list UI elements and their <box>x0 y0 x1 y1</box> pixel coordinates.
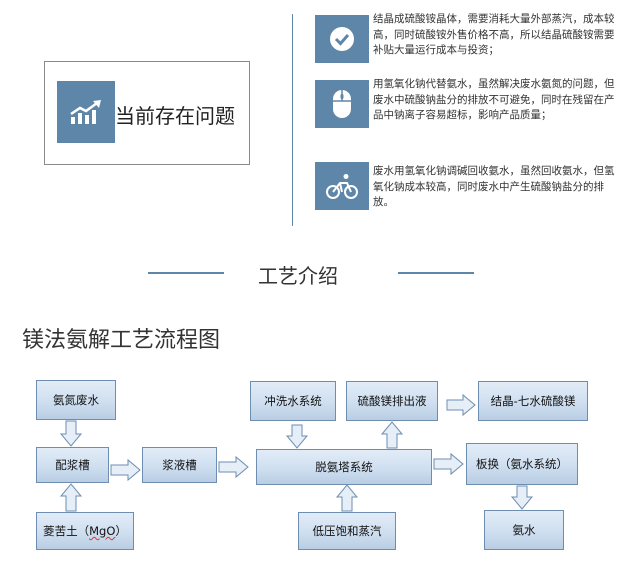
box-stripping-tower: 脱氨塔系统 <box>256 449 432 485</box>
mouse-icon <box>315 80 369 128</box>
title-line-left <box>148 272 224 274</box>
arrow-right-4 <box>433 452 464 476</box>
box-heat-exchanger: 板换（氨水系统） <box>466 443 578 485</box>
chart-up-icon <box>57 81 115 143</box>
box-slurry-tank: 配浆槽 <box>36 447 109 483</box>
arrow-right-2 <box>218 455 249 479</box>
box-slurry-liquid-tank: 浆液槽 <box>142 447 217 483</box>
box-magnesite: 菱苦土（MgO） <box>36 512 134 550</box>
issue-text-1: 结晶成硫酸铵晶体，需要消耗大量外部蒸汽，成本较高，同时硫酸铵外售价格不高，所以结… <box>373 13 615 56</box>
problem-card: 当前存在问题 <box>44 61 250 165</box>
divider-line <box>292 14 293 226</box>
arrow-right-1 <box>110 458 141 482</box>
magnesite-label-suffix: ） <box>115 524 127 538</box>
box-ammonia-water: 氨水 <box>484 510 564 550</box>
title-line-right <box>398 272 474 274</box>
arrow-down-2 <box>285 424 309 449</box>
flow-title: 镁法氨解工艺流程图 <box>22 328 221 353</box>
checkmark-icon <box>315 15 369 63</box>
magnesite-label-prefix: 菱苦土（ <box>43 524 90 538</box>
arrow-down-3 <box>510 485 534 510</box>
box-crystal-mgso4: 结晶-七水硫酸镁 <box>478 381 588 421</box>
section-title: 工艺介绍 <box>258 264 338 288</box>
magnesite-formula: MgO <box>89 524 116 538</box>
problem-title: 当前存在问题 <box>115 104 235 128</box>
arrow-up-3 <box>335 484 359 512</box>
box-ammonia-wastewater: 氨氮废水 <box>36 380 116 420</box>
arrow-down-1 <box>59 420 83 447</box>
box-mgso4-discharge: 硫酸镁排出液 <box>346 381 438 421</box>
arrow-right-3 <box>446 393 476 417</box>
arrow-up-1 <box>59 483 83 512</box>
issue-text-3: 废水用氢氧化钠调碱回收氨水，虽然回收氨水，但氢氧化钠成本较高，同时废水中产生硫酸… <box>373 165 615 208</box>
box-flush-water-system: 冲洗水系统 <box>250 381 336 421</box>
bicycle-icon <box>315 162 369 210</box>
box-low-pressure-steam: 低压饱和蒸汽 <box>298 512 396 550</box>
issue-text-2: 用氢氧化钠代替氨水，虽然解决废水氨氮的问题，但废水中硫酸钠盐分的排放不可避免，同… <box>373 78 615 121</box>
arrow-up-2 <box>380 421 404 449</box>
